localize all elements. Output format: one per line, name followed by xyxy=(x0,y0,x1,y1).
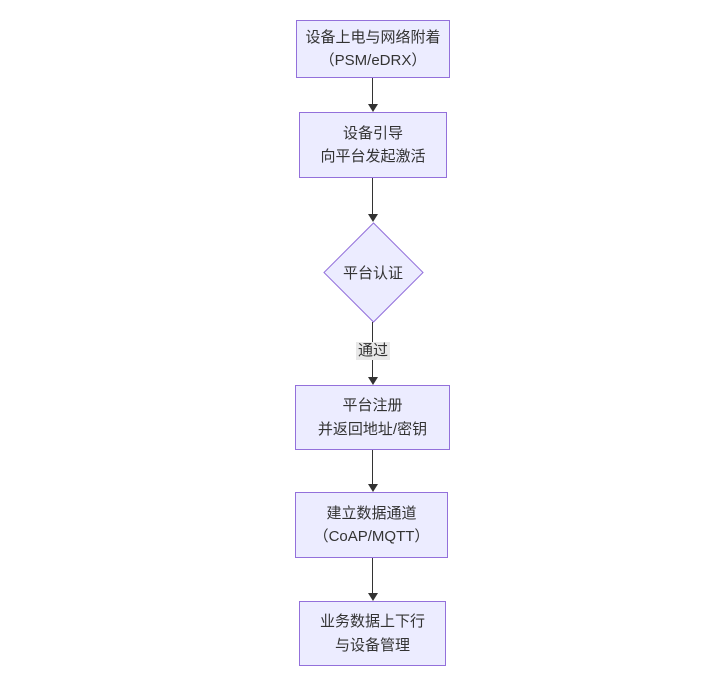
edge-line-e-f xyxy=(372,558,373,593)
flow-node-device-bootstrap: 设备引导 向平台发起激活 xyxy=(299,112,447,178)
arrow-down-icon xyxy=(368,593,378,601)
flow-node-platform-register: 平台注册 并返回地址/密钥 xyxy=(295,385,450,450)
arrow-down-icon xyxy=(368,104,378,112)
flow-node-power-network-attach: 设备上电与网络附着 （PSM/eDRX） xyxy=(296,20,450,78)
edge-label-pass: 通过 xyxy=(355,342,391,360)
node-text-line: 设备引导 xyxy=(342,124,403,142)
node-text-line: 向平台发起激活 xyxy=(320,148,426,165)
flow-node-business-data-mgmt: 业务数据上下行 与设备管理 xyxy=(299,601,446,666)
edge-line-a-b xyxy=(372,78,373,105)
node-text-line: 平台注册 xyxy=(342,397,403,415)
node-text-line: （PSM/eDRX） xyxy=(319,52,427,69)
arrow-down-icon xyxy=(368,214,378,222)
node-text-line: 业务数据上下行 xyxy=(319,613,425,631)
node-text-line: 设备上电与网络附着 xyxy=(305,28,441,46)
edge-line-d-e xyxy=(372,450,373,485)
arrow-down-icon xyxy=(368,377,378,385)
edge-line-b-c xyxy=(372,178,373,215)
node-text-line: 建立数据通道 xyxy=(326,504,417,522)
node-text-line: （CoAP/MQTT） xyxy=(313,528,430,545)
arrow-down-icon xyxy=(368,484,378,492)
node-text-line: 与设备管理 xyxy=(334,636,410,654)
flow-node-data-channel: 建立数据通道 （CoAP/MQTT） xyxy=(295,492,448,558)
node-text-line: 并返回地址/密钥 xyxy=(317,420,428,438)
node-text-line: 平台认证 xyxy=(342,264,403,282)
flow-node-platform-auth-decision: 平台认证 xyxy=(322,221,424,323)
